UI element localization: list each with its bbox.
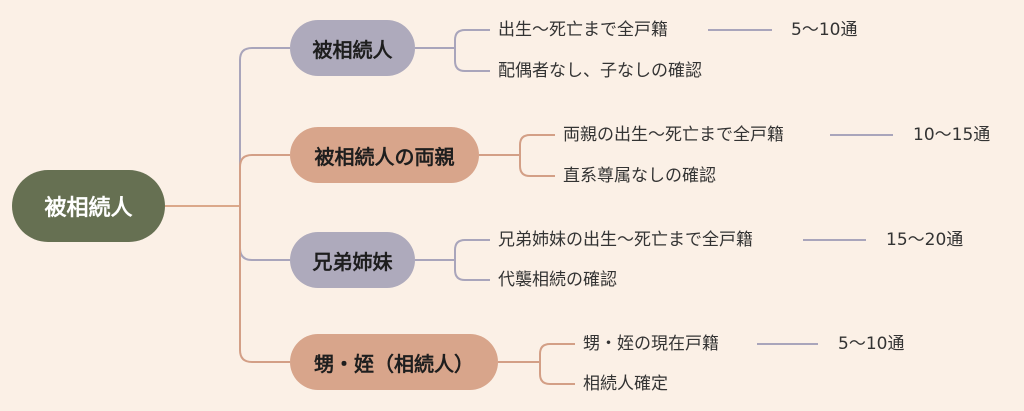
document-count: 15〜20通 (886, 230, 964, 250)
document-count: 10〜15通 (913, 125, 991, 145)
root-node: 被相続人 (12, 170, 165, 242)
branch-label: 被相続人 (312, 37, 393, 62)
leaf-connector (519, 134, 555, 155)
branch-node-siblings: 兄弟姉妹 (290, 232, 415, 288)
document-count: 5〜10通 (838, 334, 905, 354)
branch-label: 甥・姪（相続人） (314, 351, 474, 376)
leaf-connector (519, 155, 555, 177)
leaf-connector (454, 29, 490, 48)
leaf-text: 相続人確定 (583, 374, 668, 394)
leaf-connector (454, 260, 490, 281)
branch-label: 被相続人の両親 (314, 144, 455, 169)
leaf-connector (454, 239, 490, 260)
leaf-text: 配偶者なし、子なしの確認 (498, 61, 702, 81)
branch-connector (239, 206, 290, 261)
branch-connector (239, 47, 290, 206)
branch-connector (239, 206, 290, 363)
branch-node-nephews-nieces: 甥・姪（相続人） (290, 334, 498, 390)
leaf-connector (539, 362, 575, 385)
root-label: 被相続人 (44, 196, 133, 221)
leaf-text: 甥・姪の現在戸籍 (583, 334, 719, 354)
leaf-text: 直系尊属なしの確認 (563, 166, 716, 186)
branch-label: 兄弟姉妹 (312, 249, 393, 274)
document-count: 5〜10通 (791, 20, 858, 40)
leaf-text: 両親の出生〜死亡まで全戸籍 (563, 125, 784, 145)
leaf-connector (539, 343, 575, 362)
branch-connector (239, 154, 290, 206)
leaf-text: 代襲相続の確認 (498, 270, 617, 290)
branch-node-deceased: 被相続人 (290, 20, 415, 76)
leaf-text: 出生〜死亡まで全戸籍 (498, 20, 668, 40)
branch-node-parents: 被相続人の両親 (290, 127, 479, 183)
leaf-connector (454, 48, 490, 72)
leaf-text: 兄弟姉妹の出生〜死亡まで全戸籍 (498, 230, 753, 250)
